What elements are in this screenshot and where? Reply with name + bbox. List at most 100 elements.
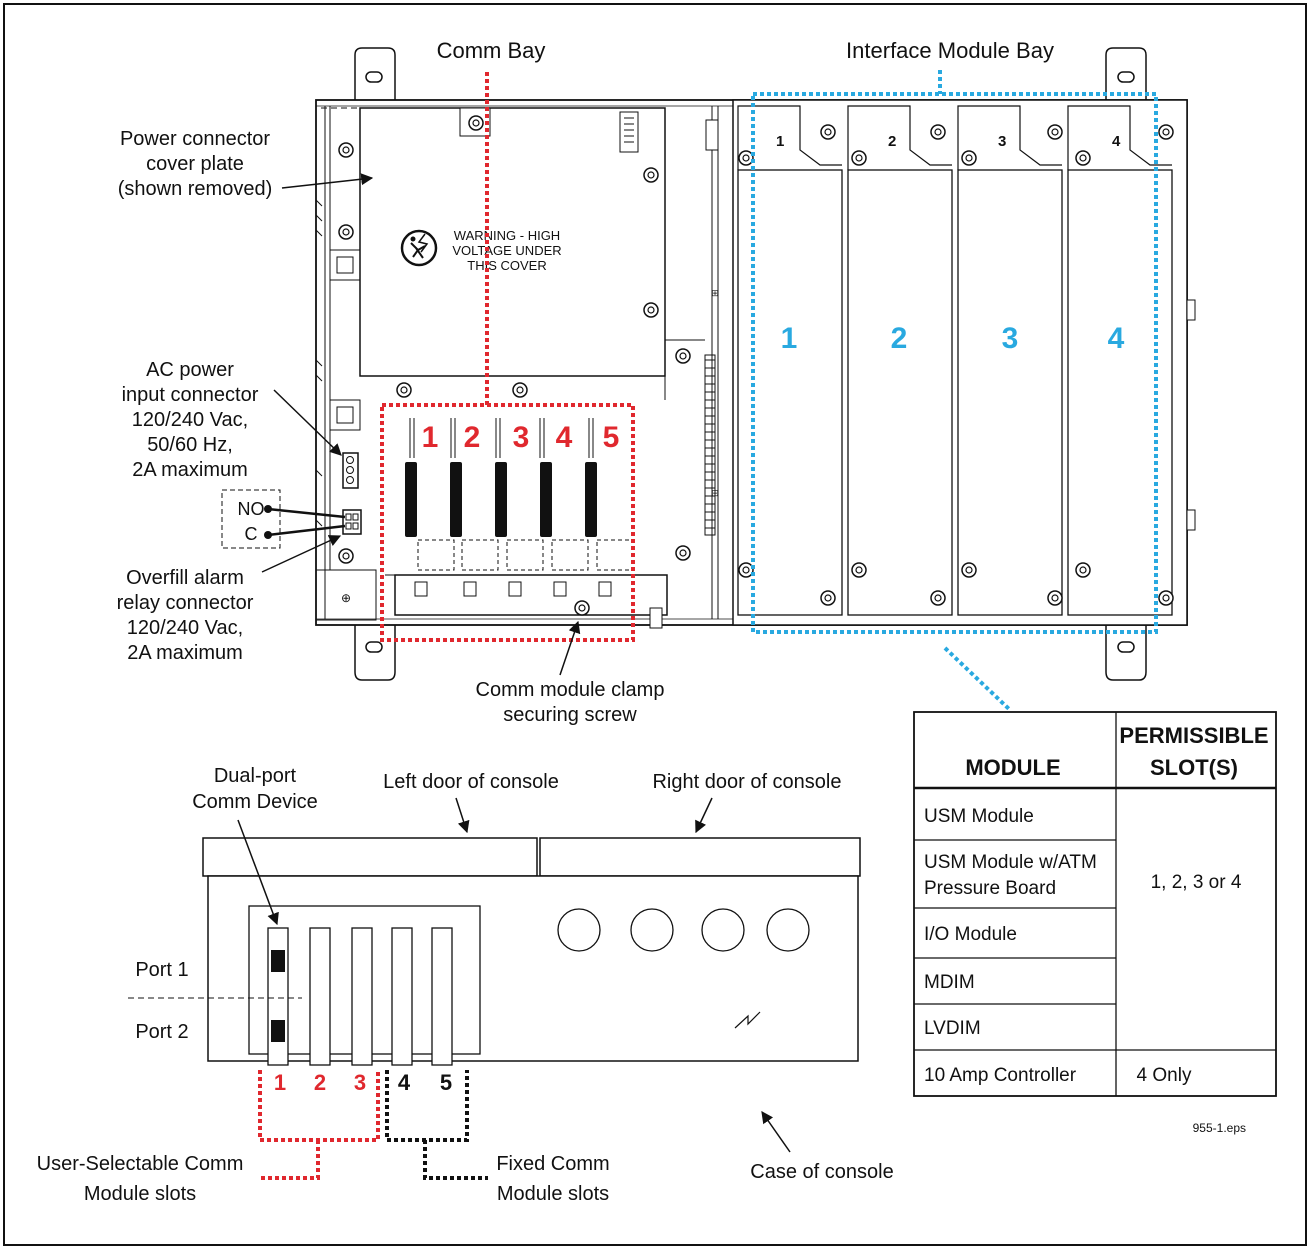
port-2-label: Port 2 [135, 1021, 188, 1043]
console-slot-number-5: 5 [440, 1070, 452, 1095]
console-knob-1 [557, 908, 601, 952]
comm-slot-number-5: 5 [603, 421, 620, 454]
ac-power-line-1: AC power [146, 359, 234, 381]
relay-no-c-box: NO C [221, 489, 346, 549]
overfill-line-3: 120/240 Vac, [127, 617, 243, 639]
console-interior: ⊕ ◆ WARNING - HIGH VOLTAGE UNDER THIS CO… [315, 47, 1196, 712]
console-slot-number-1: 1 [274, 1070, 286, 1095]
overfill-callout: Overfill alarm relay connector 120/240 V… [117, 535, 342, 664]
fixed-line-2: Module slots [497, 1183, 609, 1205]
case-label: Case of console [750, 1161, 893, 1183]
fixed-outline [385, 1070, 488, 1180]
overfill-line-4: 2A maximum [127, 642, 243, 664]
table-header-slots-line-2: SLOT(S) [1150, 755, 1238, 780]
bay-big-number-1: 1 [781, 322, 798, 355]
table-group-slots: 1, 2, 3 or 4 [1151, 872, 1242, 893]
ac-power-line-2: input connector [122, 384, 259, 406]
interface-module-bay [732, 99, 1196, 626]
comm-slot-number-4: 4 [556, 421, 573, 454]
table-row-usm: USM Module [924, 806, 1034, 827]
comm-bay-outline [380, 72, 635, 642]
dual-port-line-2: Comm Device [192, 791, 318, 813]
comm-slot-number-2: 2 [464, 421, 481, 454]
mounting-tab-tr [1105, 47, 1147, 100]
console-slot-numbers: 1 2 3 4 5 [274, 1070, 452, 1095]
interface-bay-label: Interface Module Bay [846, 38, 1054, 63]
console-slot-1 [267, 927, 289, 1066]
right-door-label: Right door of console [652, 771, 841, 793]
bay-slot-4-label: 4 [1112, 133, 1121, 150]
ac-power-line-5: 2A maximum [132, 459, 248, 481]
mounting-tab-tl [354, 47, 396, 100]
bay-slot-1-label: 1 [776, 133, 784, 150]
clamp-line-1: Comm module clamp [476, 679, 665, 701]
port-1-connector [271, 950, 285, 972]
table-header-slots-line-1: PERMISSIBLE [1119, 723, 1268, 748]
dual-port-line-1: Dual-port [214, 765, 297, 787]
table-row-lvdim: LVDIM [924, 1018, 981, 1039]
relay-c-label: C [245, 524, 258, 544]
console-slot-4 [391, 927, 413, 1066]
table-row-10amp-slots: 4 Only [1137, 1065, 1192, 1086]
console-slot-5 [431, 927, 453, 1066]
comm-clamp-bar [394, 574, 668, 616]
bay-big-number-2: 2 [891, 322, 908, 355]
ac-power-terminal [342, 452, 359, 489]
console-knob-2 [630, 908, 674, 952]
dual-port-callout: Dual-port Comm Device [192, 765, 318, 926]
relay-terminal [342, 509, 362, 535]
power-cover-line-3: (shown removed) [118, 178, 273, 200]
user-selectable-line-1: User-Selectable Comm [37, 1153, 244, 1175]
break-mark [734, 1011, 761, 1029]
relay-no-label: NO [238, 499, 265, 519]
bay-slot-3-label: 3 [998, 133, 1006, 150]
console-slot-number-4: 4 [398, 1070, 411, 1095]
overfill-line-2: relay connector [117, 592, 254, 614]
port-1-label: Port 1 [135, 959, 188, 981]
user-selectable-outline [258, 1070, 380, 1180]
power-cover-callout: Power connector cover plate (shown remov… [118, 128, 374, 200]
overfill-line-1: Overfill alarm [126, 567, 244, 589]
power-cover-line-1: Power connector [120, 128, 270, 150]
table-row-mdim: MDIM [924, 972, 975, 993]
console-slot-3 [351, 927, 373, 1066]
power-cover-line-2: cover plate [146, 153, 244, 175]
module-slot-table: MODULE PERMISSIBLE SLOT(S) USM Module US… [913, 711, 1277, 1097]
table-row-io: I/O Module [924, 924, 1017, 945]
right-door [539, 837, 861, 877]
comm-slot-number-3: 3 [513, 421, 530, 454]
svg-text:⊕: ⊕ [341, 591, 351, 605]
bay-top-numbers: 1 2 3 4 [776, 133, 1121, 150]
console-slot-2 [309, 927, 331, 1066]
bay-big-numbers: 1 2 3 4 [781, 322, 1125, 355]
table-header-module: MODULE [965, 755, 1060, 780]
warning-line-2: VOLTAGE UNDER [452, 243, 561, 258]
user-selectable-line-2: Module slots [84, 1183, 196, 1205]
comm-slot-numbers: 1 2 3 4 5 [422, 421, 620, 454]
comm-slot-number-1: 1 [422, 421, 439, 454]
comm-bay-label: Comm Bay [437, 38, 546, 63]
left-door-label: Left door of console [383, 771, 559, 793]
clamp-line-2: securing screw [503, 704, 637, 726]
left-door [202, 837, 538, 877]
svg-text:⊞: ⊞ [711, 288, 719, 298]
bay-slot-2-label: 2 [888, 133, 896, 150]
console-knob-3 [701, 908, 745, 952]
ac-power-line-4: 50/60 Hz, [147, 434, 233, 456]
interface-bay-outline [751, 70, 1158, 712]
console-front: 1 2 3 4 5 [128, 837, 861, 1180]
table-row-10amp: 10 Amp Controller [924, 1065, 1077, 1086]
console-slot-number-3: 3 [354, 1070, 366, 1095]
console-slot-number-2: 2 [314, 1070, 326, 1095]
bay-big-number-4: 4 [1108, 322, 1125, 355]
standoff [329, 399, 361, 431]
clamp-callout: Comm module clamp securing screw [476, 620, 665, 726]
fixed-line-1: Fixed Comm [496, 1153, 609, 1175]
figure-id: 955-1.eps [1193, 1121, 1246, 1135]
ac-power-line-3: 120/240 Vac, [132, 409, 248, 431]
svg-text:⊞: ⊞ [711, 488, 719, 498]
table-row-usm-atm-line-2: Pressure Board [924, 878, 1056, 899]
port-2-connector [271, 1020, 285, 1042]
table-row-usm-atm-line-1: USM Module w/ATM [924, 852, 1097, 873]
